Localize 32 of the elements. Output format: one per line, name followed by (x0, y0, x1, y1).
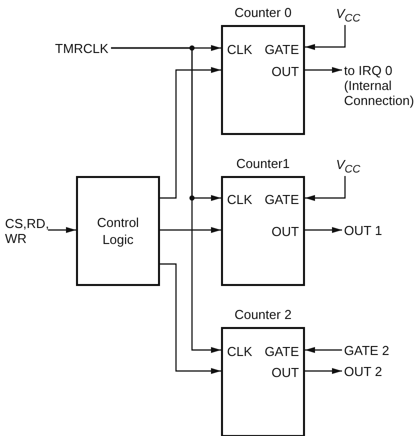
arrow (160, 263, 221, 374)
block-title: Counter 0 (233, 5, 293, 20)
pin-label: GATE (264, 192, 299, 207)
arrow (305, 25, 346, 50)
pin-label: CLK (227, 42, 252, 57)
signal-label: OUT 1 (344, 223, 382, 238)
signal-label: V$_{CC}$ (336, 6, 360, 27)
pin-label: CLK (227, 192, 252, 207)
arrow (305, 176, 346, 201)
block-text: Control Logic (96, 214, 140, 248)
arrow (305, 368, 342, 374)
pin-label: OUT (272, 365, 299, 380)
block-title: Counter 2 (233, 307, 293, 322)
arrow (111, 47, 221, 353)
arrow (160, 227, 221, 233)
arrow (160, 67, 221, 199)
arrow (305, 347, 342, 353)
signal-label: GATE 2 (344, 343, 390, 358)
pin-label: GATE (264, 344, 299, 359)
arrow (305, 67, 342, 73)
logic-block (76, 176, 160, 286)
signal-label: V$_{CC}$ (336, 157, 360, 178)
block-title: Counter1 (235, 156, 291, 171)
pin-label: OUT (272, 224, 299, 239)
signal-label: CS,RD, WR (5, 216, 47, 246)
pin-label: OUT (272, 64, 299, 79)
pin-label: CLK (227, 344, 252, 359)
pin-label: GATE (264, 42, 299, 57)
signal-label: OUT 2 (344, 364, 382, 379)
arrow (48, 227, 76, 233)
signal-label: to IRQ 0 (Internal Connection) (344, 63, 418, 108)
arrow (305, 227, 342, 233)
